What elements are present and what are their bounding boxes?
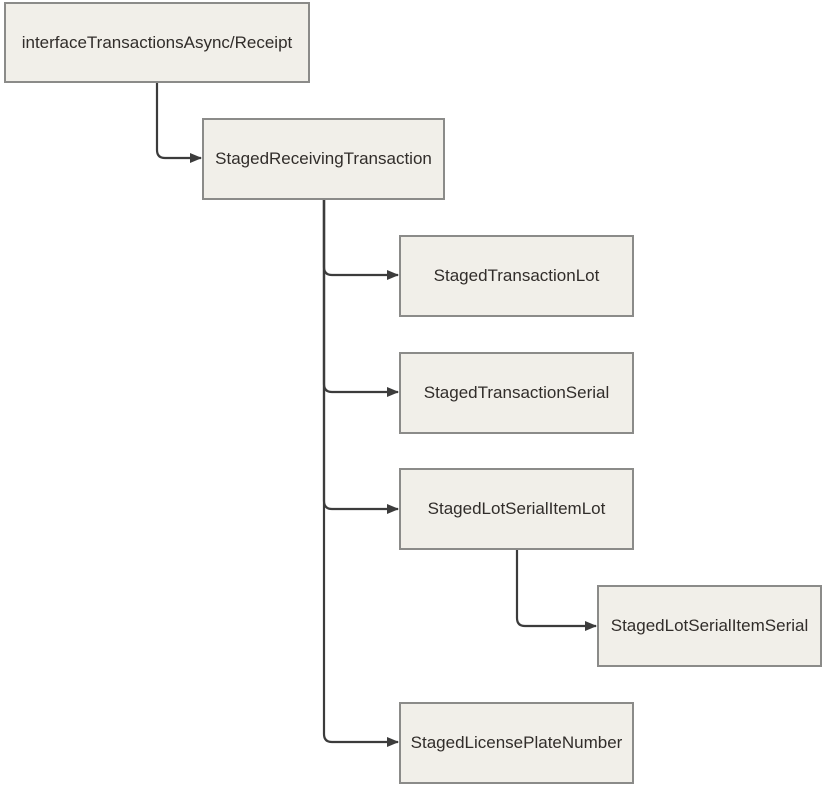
node-label: StagedReceivingTransaction [215, 149, 432, 168]
node-staged-lot-serial-item-lot: StagedLotSerialItemLot [399, 468, 634, 550]
node-label: StagedTransactionSerial [423, 383, 610, 402]
node-label: StagedLotSerialItemLot [427, 499, 606, 518]
connector-root-to-receiving [155, 83, 202, 163]
node-staged-transaction-lot: StagedTransactionLot [399, 235, 634, 317]
connector-receiving-to-lotserial-lot [322, 200, 399, 514]
node-interface-transactions-receipt: interfaceTransactionsAsync/Receipt [4, 2, 310, 83]
connector-receiving-to-lpn [322, 200, 399, 747]
node-staged-receiving-transaction: StagedReceivingTransaction [202, 118, 445, 200]
node-label: StagedLotSerialItemSerial [610, 616, 809, 635]
connector-receiving-to-serial [322, 200, 399, 397]
node-label: StagedLicensePlateNumber [410, 733, 623, 752]
connector-lotserial-lot-to-serial [515, 550, 597, 631]
node-staged-license-plate-number: StagedLicensePlateNumber [399, 702, 634, 784]
node-label: interfaceTransactionsAsync/Receipt [21, 32, 293, 52]
node-label: StagedTransactionLot [433, 266, 600, 285]
connector-receiving-to-lot [322, 200, 399, 280]
node-staged-transaction-serial: StagedTransactionSerial [399, 352, 634, 434]
node-staged-lot-serial-item-serial: StagedLotSerialItemSerial [597, 585, 822, 667]
